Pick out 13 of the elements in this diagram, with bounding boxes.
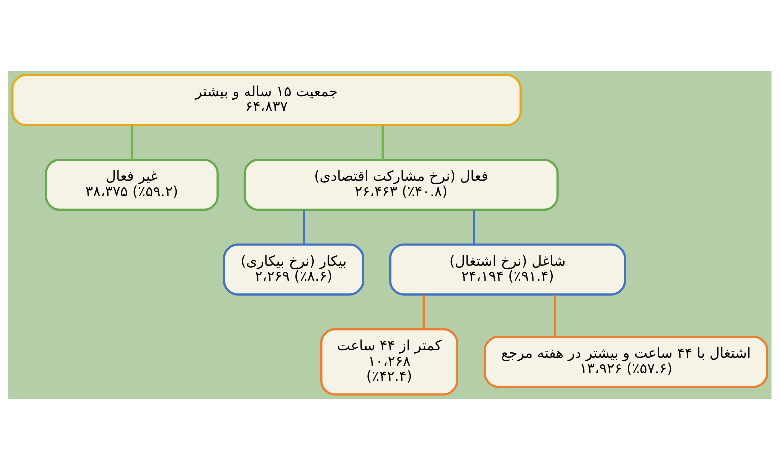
- connector: [554, 294, 556, 337]
- node-box: اشتغال با ۴۴ ساعت و بیشتر در هفته مرجع ۱۳،۹۲۶ (٪۵۷.۶): [484, 336, 768, 388]
- connector: [130, 126, 134, 160]
- node-box: فعال (نرخ مشارکت اقتصادی) ۲۶،۴۶۳ (٪۴۰.۸): [244, 158, 559, 212]
- connector: [473, 210, 476, 245]
- connector: [303, 210, 306, 245]
- connector: [382, 126, 384, 160]
- connector: [422, 294, 426, 330]
- node-box: کمتر از ۴۴ ساعت ۱۰،۲۶۸ (٪۴۲.۴): [320, 328, 458, 396]
- node-box: غیر فعال ۳۸،۳۷۵ (٪۵۹.۲): [45, 158, 219, 212]
- node-box: جمعیت ۱۵ ساله و بیشتر ۶۴،۸۳۷: [12, 74, 522, 126]
- node-box: شاغل (نرخ اشتغال) ۲۴،۱۹۴ (٪۹۱.۴): [389, 244, 626, 296]
- node-box: بیکار (نرخ بیکاری) ۲،۲۶۹ (٪۸.۶): [223, 244, 364, 296]
